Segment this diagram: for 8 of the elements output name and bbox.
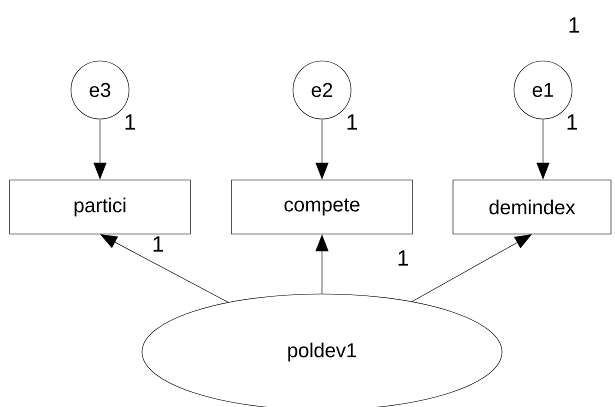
- weight-label: 1: [570, 17, 580, 33]
- weight-label: 1: [154, 236, 164, 252]
- arrow: [412, 234, 532, 302]
- weight-label: 1: [398, 250, 408, 266]
- variable-box: demindex: [452, 180, 612, 234]
- variable-box: partici: [9, 180, 191, 234]
- arrow: [100, 234, 228, 303]
- variable-box: compete: [231, 180, 413, 234]
